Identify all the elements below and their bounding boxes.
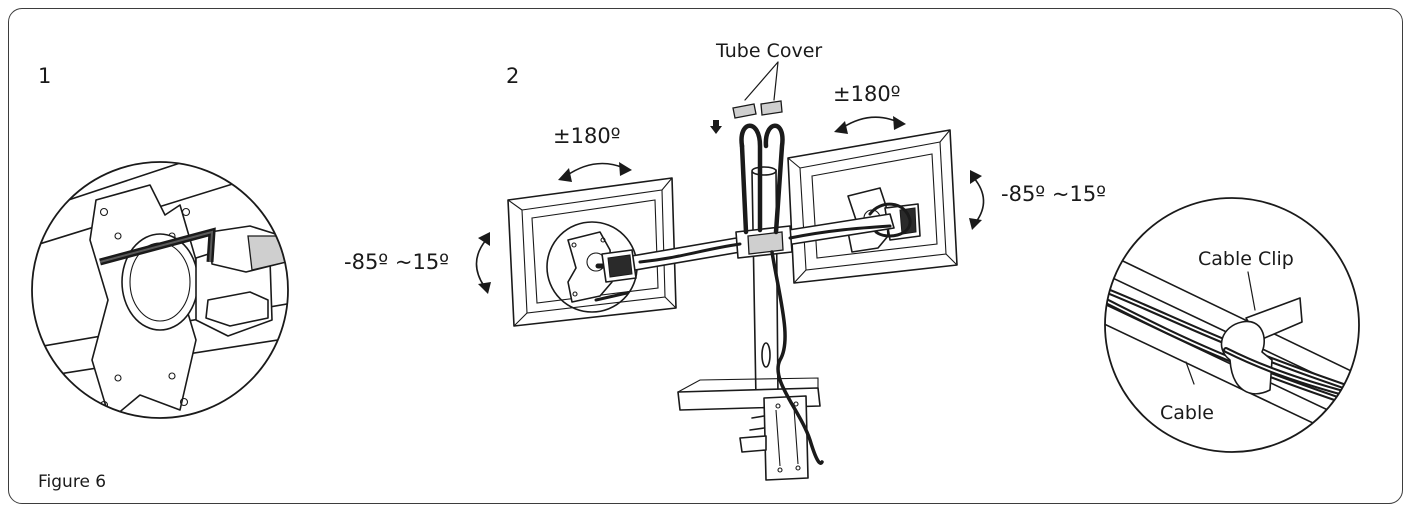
left-swivel-angle: ±180º	[553, 124, 621, 148]
dual-monitor-mount	[475, 61, 985, 481]
step-two-label: 2	[506, 64, 520, 88]
figure-caption: Figure 6	[38, 472, 107, 492]
routed-cables	[638, 123, 912, 465]
tube-cover-parts	[710, 61, 783, 134]
desk-clamp	[677, 377, 821, 481]
cable-clip-detail-circle	[1104, 197, 1360, 453]
tube-cover-label: Tube Cover	[716, 40, 823, 62]
step1-detail-circle	[31, 161, 289, 419]
right-monitor	[787, 129, 958, 284]
cable-clip-label: Cable Clip	[1198, 248, 1294, 270]
right-tilt-angle: -85º ~15º	[1001, 182, 1107, 206]
figure-frame	[8, 8, 1403, 504]
step-one-label: 1	[38, 64, 52, 88]
left-tilt-angle: -85º ~15º	[344, 250, 450, 274]
right-swivel-angle: ±180º	[833, 82, 901, 106]
cable-label: Cable	[1160, 402, 1214, 424]
left-monitor	[507, 177, 677, 327]
rotation-arrows	[475, 116, 985, 294]
